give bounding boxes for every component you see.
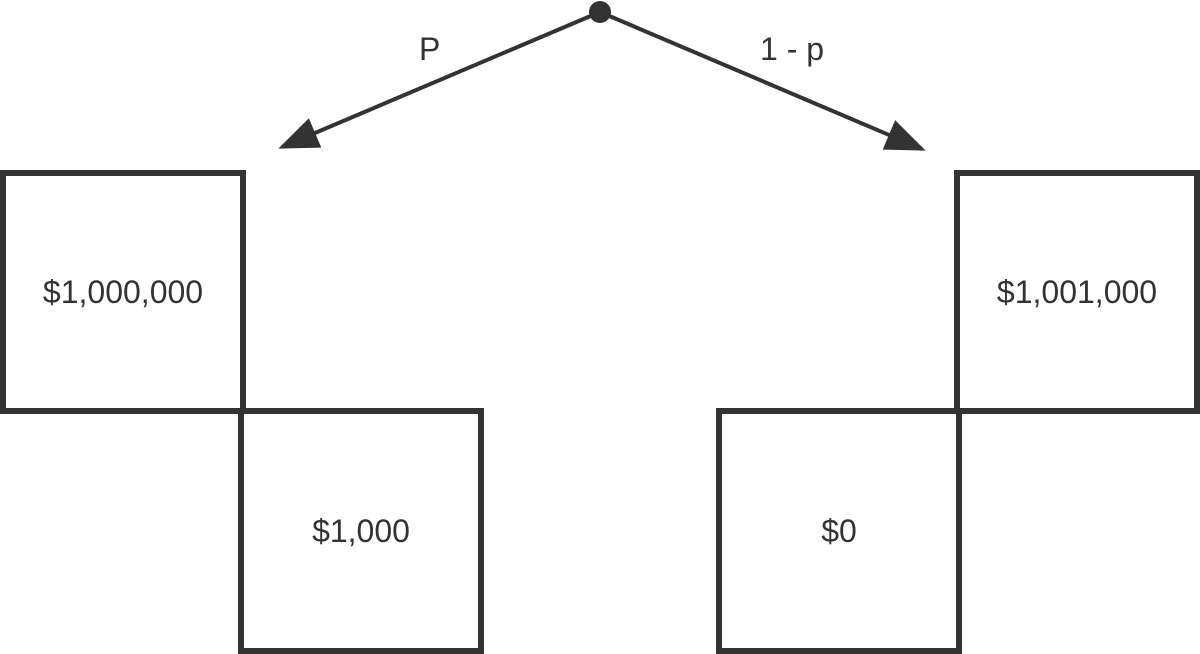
outcome-value: $1,001,000 xyxy=(996,273,1158,310)
outcome-box-right-bottom: $0 xyxy=(716,408,962,654)
outcome-value: $0 xyxy=(821,512,857,549)
left-branch-arrow xyxy=(278,10,601,149)
left-branch-label: P xyxy=(419,31,441,67)
outcome-box-left-top: $1,000,000 xyxy=(0,170,246,414)
outcome-box-left-bottom: $1,000 xyxy=(238,408,484,654)
outcome-value: $1,000 xyxy=(312,512,410,549)
right-branch-label: 1 - p xyxy=(760,31,825,67)
outcome-box-right-top: $1,001,000 xyxy=(954,170,1200,414)
right-branch-arrow xyxy=(599,10,926,151)
outcome-value: $1,000,000 xyxy=(42,273,204,310)
